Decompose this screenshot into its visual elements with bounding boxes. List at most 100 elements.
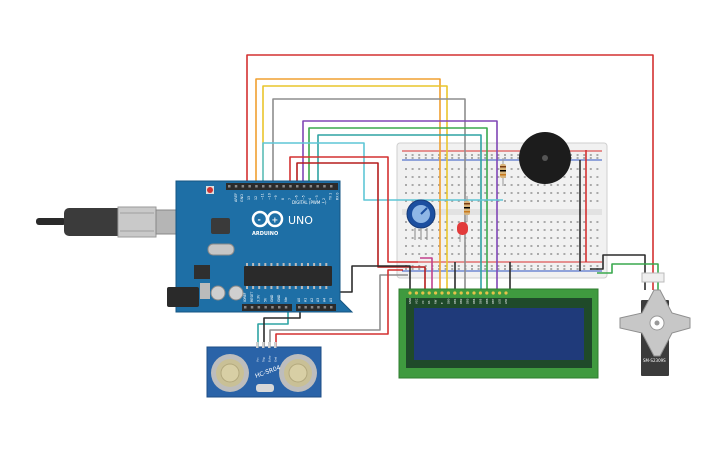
- hole: [589, 200, 592, 202]
- hole: [431, 168, 434, 170]
- header-pin: [302, 185, 306, 188]
- hole: [556, 221, 559, 223]
- ic-pin: [282, 286, 285, 289]
- hole: [563, 268, 566, 270]
- hole: [517, 268, 520, 270]
- wire-purple: [302, 120, 498, 290]
- hole: [530, 184, 533, 186]
- hole: [543, 221, 546, 223]
- hole: [411, 184, 414, 186]
- hole: [431, 229, 434, 231]
- hole: [504, 157, 506, 159]
- hole: [517, 157, 520, 159]
- hole: [517, 192, 520, 194]
- hole: [490, 253, 493, 255]
- hole: [504, 221, 506, 223]
- hole: [576, 176, 579, 178]
- power-pin-label: 3.3V: [257, 294, 261, 302]
- hole: [405, 168, 407, 170]
- hole: [543, 253, 546, 255]
- wire-black-servo: [590, 254, 646, 290]
- hole: [418, 184, 421, 186]
- hole: [497, 265, 500, 267]
- hole: [405, 245, 407, 247]
- hole: [517, 265, 520, 267]
- hole: [510, 229, 513, 231]
- header-pin: [228, 185, 231, 188]
- hole: [570, 253, 572, 255]
- hole: [438, 237, 440, 239]
- hole: [424, 184, 427, 186]
- hole: [576, 221, 579, 223]
- header-pin: [284, 306, 288, 309]
- hole: [497, 253, 500, 255]
- hole: [537, 221, 539, 223]
- hole: [477, 154, 480, 156]
- wire-black-gnd: [340, 265, 411, 293]
- hole: [570, 154, 572, 156]
- wires: [246, 54, 659, 348]
- ic-pin: [325, 286, 328, 289]
- hole: [444, 200, 447, 202]
- hole: [583, 184, 586, 186]
- header-pin: [244, 306, 247, 309]
- header-pin: [317, 306, 320, 309]
- lcd-pin: [453, 291, 457, 295]
- hole: [431, 237, 434, 239]
- hole: [550, 237, 553, 239]
- header-pin: [264, 306, 267, 309]
- hole: [405, 157, 407, 159]
- hole: [411, 192, 414, 194]
- hole: [543, 245, 546, 247]
- digital-pin-label: RX 0: [335, 193, 339, 200]
- hole: [411, 253, 414, 255]
- hole: [510, 245, 513, 247]
- gnd-label: GND: [240, 194, 244, 202]
- hole: [517, 176, 520, 178]
- hole: [477, 229, 480, 231]
- hole: [424, 265, 427, 267]
- hole: [563, 237, 566, 239]
- hole: [563, 176, 566, 178]
- hole: [504, 154, 506, 156]
- digital-pin-label: ~3: [315, 195, 319, 200]
- hole: [424, 253, 427, 255]
- ic-pin: [258, 263, 261, 266]
- hole: [444, 157, 447, 159]
- buzzer: [519, 132, 571, 184]
- hole: [451, 253, 454, 255]
- ic-pin: [264, 263, 267, 266]
- hole: [589, 154, 592, 156]
- hole: [589, 221, 592, 223]
- hole: [556, 229, 559, 231]
- hole: [504, 184, 506, 186]
- lcd-pin: [459, 291, 463, 295]
- hole: [510, 176, 513, 178]
- hole: [583, 268, 586, 270]
- header-pin: [298, 306, 301, 309]
- led-red: [457, 222, 468, 242]
- digital-pin-label: ~5: [301, 195, 305, 200]
- ic-pin: [325, 263, 328, 266]
- hole: [523, 192, 526, 194]
- hole: [517, 200, 520, 202]
- hole: [431, 157, 434, 159]
- hole: [484, 229, 487, 231]
- hole: [556, 245, 559, 247]
- hole: [543, 192, 546, 194]
- digital-pin-label: 13: [247, 196, 251, 200]
- hole: [589, 176, 592, 178]
- hole: [411, 168, 414, 170]
- hole: [510, 184, 513, 186]
- hole: [418, 253, 421, 255]
- header-pin: [262, 185, 265, 188]
- ic-pin: [252, 263, 255, 266]
- hole: [484, 237, 487, 239]
- hole: [570, 200, 572, 202]
- hole: [556, 200, 559, 202]
- ic-pin: [300, 286, 303, 289]
